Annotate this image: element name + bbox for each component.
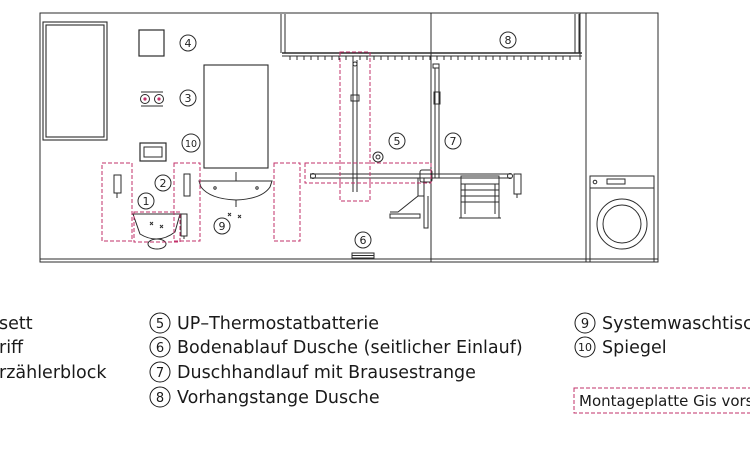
callout-10: 10: [181, 133, 201, 153]
callout-8: 8: [499, 31, 517, 49]
floor-drain: [351, 252, 375, 259]
callout-3-label: 3: [185, 92, 192, 105]
legend-item-6: 6 Bodenablauf Dusche (seitlicher Einlauf…: [149, 336, 523, 358]
callout-9-label: 9: [219, 220, 226, 233]
washing-machine: [589, 175, 655, 263]
callout-2: 2: [154, 174, 172, 192]
curtain-rail: [280, 14, 582, 60]
toilet: [132, 213, 181, 250]
callout-10-label: 10: [185, 139, 197, 150]
callout-8-label: 8: [505, 34, 512, 47]
legend-note-text: Montageplatte Gis vorseh: [579, 392, 750, 410]
shower-handrail: [310, 169, 513, 229]
legend-item-6-text: Bodenablauf Dusche (seitlicher Einlauf): [177, 338, 523, 358]
legend-item-9-text: Systemwaschtisch: [602, 314, 750, 334]
callout-2-label: 2: [160, 177, 167, 190]
flush-plate: [139, 142, 167, 162]
shower-seat: [459, 175, 501, 219]
callout-4: 4: [179, 34, 197, 52]
legend-column-2: 5 UP–Thermostatbatterie 6 Bodenablauf Du…: [149, 312, 523, 408]
shower-riser: [350, 60, 441, 192]
callout-5-label: 5: [394, 135, 401, 148]
mounting-plates: [101, 51, 432, 243]
legend-item-7-text: Duschhandlauf mit Brausestrange: [177, 363, 476, 383]
room-outline: [39, 12, 659, 263]
legend-1-text: sett: [0, 314, 33, 334]
legend-item-8-text: Vorhangstange Dusche: [177, 388, 380, 408]
callout-4-label: 4: [185, 37, 192, 50]
meter-block-icon: [140, 91, 164, 107]
legend-item-10: 10 Spiegel: [574, 336, 667, 358]
legend-item-10-text: Spiegel: [602, 338, 667, 358]
legend-3-text: rzählerblock: [0, 363, 107, 383]
callout-1: 1: [137, 192, 155, 210]
legend-column-1: sett riff rzählerblock: [0, 314, 107, 383]
callout-6: 6: [354, 231, 372, 249]
legend-item-5-text: UP–Thermostatbatterie: [177, 314, 379, 334]
callout-5: 5: [372, 132, 406, 163]
legend-2-text: riff: [0, 338, 24, 358]
accessories: [113, 173, 522, 239]
window-panel: [42, 21, 108, 141]
mirror: [203, 64, 269, 169]
legend-item-9: 9 Systemwaschtisch: [574, 312, 750, 334]
legend-item-5: 5 UP–Thermostatbatterie: [149, 312, 379, 334]
callout-3: 3: [179, 89, 197, 107]
callout-9: 9: [213, 217, 231, 235]
legend-item-10-num: 10: [578, 341, 592, 354]
legend-item-9-num: 9: [581, 317, 589, 332]
callout-7-label: 7: [450, 135, 457, 148]
legend-column-3: 9 Systemwaschtisch 10 Spiegel Montagepla…: [573, 312, 750, 414]
callout-1-label: 1: [143, 195, 150, 208]
callout-6-label: 6: [360, 234, 367, 247]
legend-item-7-num: 7: [156, 366, 164, 381]
washbasin: [198, 172, 273, 219]
callout-7: 7: [444, 132, 462, 150]
item-4-box: [138, 29, 165, 57]
legend-item-8-num: 8: [156, 391, 164, 406]
legend-item-8: 8 Vorhangstange Dusche: [149, 386, 380, 408]
legend-note: Montageplatte Gis vorseh: [573, 387, 750, 414]
legend-item-5-num: 5: [156, 317, 164, 332]
legend-item-7: 7 Duschhandlauf mit Brausestrange: [149, 361, 476, 383]
legend-item-6-num: 6: [156, 341, 164, 356]
